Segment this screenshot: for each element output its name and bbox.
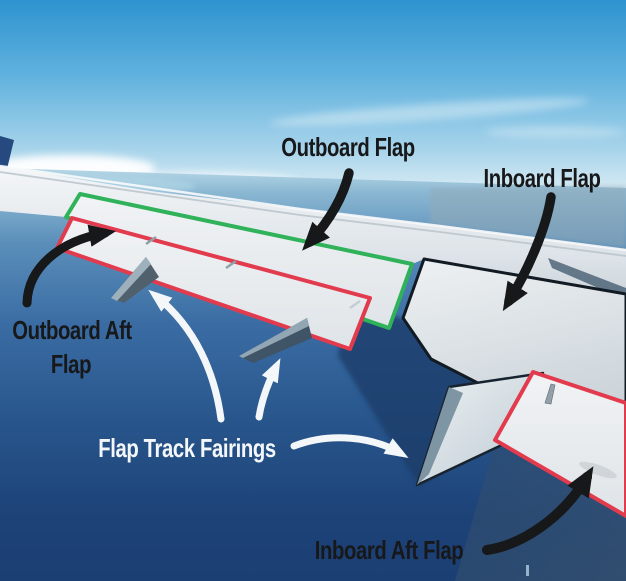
flap-hinge-marks: [145, 235, 361, 310]
fairing-arrow-right: [290, 434, 409, 459]
flap-track-fairing-1: [111, 257, 159, 303]
outboard-flap-arrow: [302, 168, 354, 251]
inboard-flap-arrow: [502, 192, 556, 312]
fairing-arrow-left: [148, 289, 225, 423]
flap-track-fairing-3: [415, 371, 545, 487]
inboard-aft-flap-arrow: [482, 466, 594, 555]
fairing-arrow-middle: [255, 358, 281, 421]
outboard-aft-flap-arrow: [22, 224, 117, 308]
distant-sea-band: [430, 186, 626, 248]
surface-smudge: [579, 461, 617, 479]
leading-edge-highlight: [0, 164, 626, 252]
drain-mast: [544, 383, 556, 405]
white-arrows: [148, 289, 409, 459]
winglet: [0, 136, 14, 171]
bottom-tick-mark: [526, 565, 529, 576]
black-arrows: [22, 168, 594, 555]
flap-track-fairing-2: [239, 318, 312, 363]
outboard-aft-flap-outline: [55, 216, 372, 351]
